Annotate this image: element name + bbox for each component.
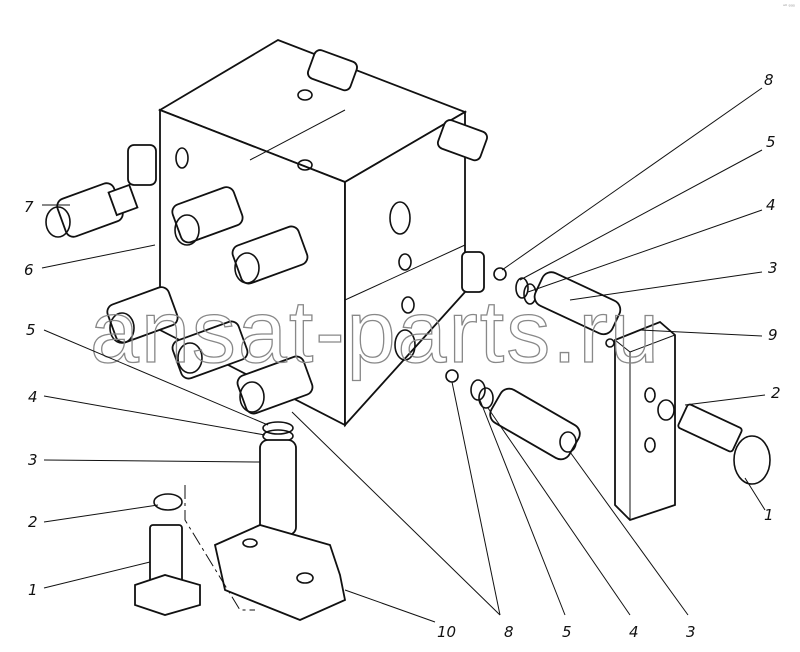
callout-4-left: 4 [28, 388, 38, 406]
callout-1-right: 1 [764, 506, 774, 524]
callout-4-right: 4 [766, 196, 776, 214]
spool-assembly-right [493, 267, 771, 522]
callout-6-left: 6 [24, 261, 34, 279]
watermark: ansat-parts.ru [90, 282, 661, 381]
callout-2-right: 2 [771, 384, 781, 402]
callout-4-bottom: 4 [629, 623, 639, 641]
leader-lines [41, 87, 766, 623]
spool-assembly-middle [445, 369, 581, 461]
callout-3-right: 3 [768, 259, 778, 277]
callout-7-left: 7 [24, 198, 34, 216]
spool-assembly-lower [134, 421, 347, 621]
callout-5-right: 5 [766, 133, 776, 151]
callout-8-right: 8 [764, 71, 774, 89]
callout-5-left: 5 [26, 321, 36, 339]
fitting [106, 49, 488, 415]
callout-8-bottom: 8 [504, 623, 514, 641]
corner-mark: ᵃ⁰ ᵍᵍᵍ [783, 4, 795, 10]
callout-5-bottom: 5 [562, 623, 572, 641]
fitting-7 [45, 182, 139, 238]
callout-3-bottom: 3 [686, 623, 696, 641]
callout-10-bottom: 10 [437, 623, 456, 641]
callout-3-left: 3 [28, 451, 38, 469]
callout-9-right: 9 [768, 326, 778, 344]
callout-1-left: 1 [28, 581, 38, 599]
callout-2-left: 2 [28, 513, 38, 531]
